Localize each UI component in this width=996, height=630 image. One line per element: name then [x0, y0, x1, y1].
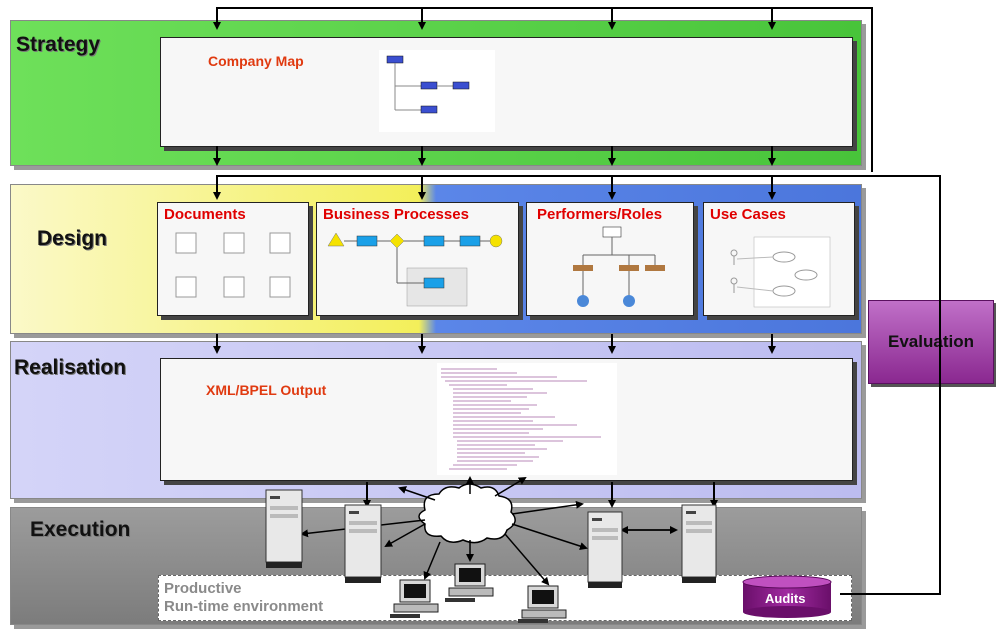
use-cases-panel: Use Cases — [703, 202, 855, 316]
computer-icon — [445, 563, 494, 602]
design-to-realisation-arrows — [213, 334, 776, 354]
use-cases-title: Use Cases — [710, 206, 786, 223]
documents-title: Documents — [164, 206, 246, 223]
runtime-line2: Run-time environment — [164, 598, 324, 615]
business-processes-thumbnail — [327, 232, 503, 307]
runtime-line1: Productive — [164, 580, 242, 597]
top-feedback-loop — [213, 7, 873, 172]
use-cases-thumbnail — [730, 236, 831, 308]
evaluation-label: Evaluation — [888, 332, 974, 351]
company-map-title: Company Map — [208, 53, 304, 69]
business-processes-title: Business Processes — [323, 206, 469, 223]
server-icon — [265, 489, 303, 568]
computer-icon — [390, 579, 439, 618]
strategy-to-design-arrows — [213, 146, 776, 166]
business-processes-panel: Business Processes — [316, 202, 519, 316]
design-label: Design — [37, 227, 108, 250]
server-icon — [681, 504, 717, 583]
realisation-label: Realisation — [14, 356, 127, 379]
execution-label: Execution — [30, 518, 131, 541]
performers-roles-title: Performers/Roles — [537, 206, 663, 223]
computer-icon — [518, 585, 567, 623]
audits-database-icon — [742, 575, 832, 618]
audits-label: Audits — [765, 591, 806, 606]
network-cloud — [418, 483, 516, 544]
company-map-panel: Company Map — [160, 37, 853, 147]
performers-roles-panel: Performers/Roles — [526, 202, 694, 316]
performers-roles-thumbnail — [573, 226, 665, 307]
xml-bpel-panel: XML/BPEL Output — [160, 358, 853, 481]
documents-panel: Documents — [157, 202, 309, 316]
realisation-to-execution-arrows — [363, 482, 718, 508]
xml-bpel-title: XML/BPEL Output — [206, 382, 327, 398]
evaluation-box: Evaluation — [868, 300, 994, 384]
server-icon — [587, 511, 623, 588]
company-map-thumbnail — [379, 50, 495, 132]
evaluation-feedback-loop — [213, 175, 941, 595]
xml-code-thumbnail — [437, 363, 617, 475]
strategy-label: Strategy — [16, 33, 101, 56]
runtime-environment: Productive Run-time environment — [158, 575, 852, 621]
documents-thumbnail — [175, 232, 291, 298]
server-icon — [344, 504, 382, 583]
